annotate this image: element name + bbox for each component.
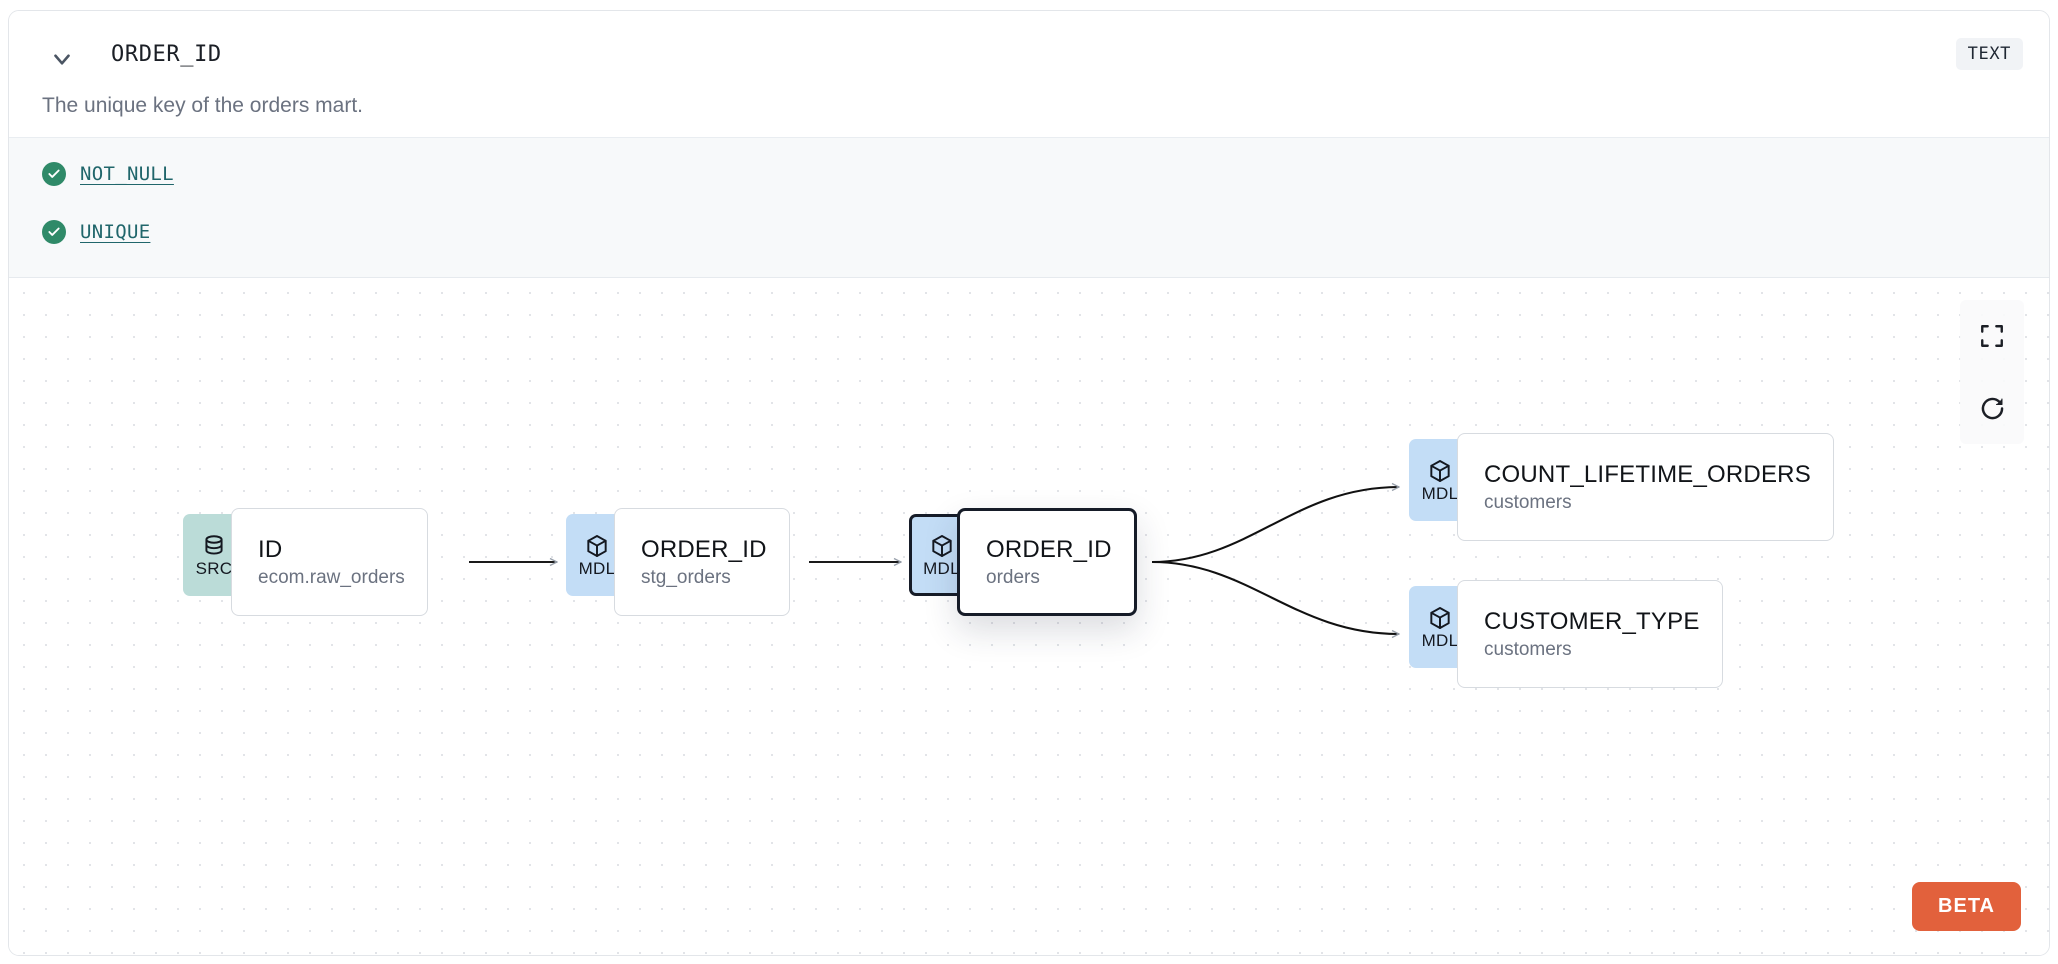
node-subtitle: customers bbox=[1484, 638, 1572, 660]
cube-icon bbox=[1430, 607, 1450, 629]
canvas-controls bbox=[1960, 300, 2024, 444]
fit-view-button[interactable] bbox=[1960, 300, 2024, 372]
lineage-graph-canvas[interactable]: SRC ID ecom.raw_orders MDL ORDER_ID stg_… bbox=[9, 278, 2049, 955]
panel-header: ORDER_ID The unique key of the orders ma… bbox=[9, 11, 2049, 137]
column-description: The unique key of the orders mart. bbox=[42, 94, 363, 117]
node-badge-label: SRC bbox=[195, 559, 233, 578]
node-name: COUNT_LIFETIME_ORDERS bbox=[1484, 460, 1811, 488]
cube-icon bbox=[1430, 460, 1450, 482]
lineage-node[interactable]: MDL ORDER_ID stg_orders bbox=[566, 508, 790, 616]
node-subtitle: ecom.raw_orders bbox=[258, 566, 405, 588]
cube-icon bbox=[931, 535, 952, 557]
node-subtitle: orders bbox=[986, 566, 1040, 588]
check-circle-icon bbox=[42, 220, 66, 244]
node-badge-label: MDL bbox=[1421, 484, 1459, 503]
node-name: ORDER_ID bbox=[986, 535, 1112, 563]
node-body[interactable]: COUNT_LIFETIME_ORDERS customers bbox=[1457, 433, 1834, 541]
edge-orders-to-count-lifetime bbox=[1151, 487, 1399, 564]
database-icon bbox=[205, 535, 223, 555]
test-row[interactable]: NOT_NULL bbox=[42, 162, 174, 186]
chevron-down-icon[interactable] bbox=[47, 44, 77, 74]
fit-view-icon bbox=[1981, 325, 2003, 347]
node-body[interactable]: ORDER_ID orders bbox=[957, 508, 1137, 616]
node-name: CUSTOMER_TYPE bbox=[1484, 607, 1700, 635]
node-badge-label: MDL bbox=[1421, 631, 1459, 650]
test-link-not-null[interactable]: NOT_NULL bbox=[80, 163, 174, 185]
node-body[interactable]: ID ecom.raw_orders bbox=[231, 508, 428, 616]
refresh-icon bbox=[1981, 397, 2003, 419]
tests-section: NOT_NULL UNIQUE bbox=[9, 137, 2049, 278]
test-row[interactable]: UNIQUE bbox=[42, 220, 150, 244]
column-detail-panel: ORDER_ID The unique key of the orders ma… bbox=[8, 10, 2050, 956]
node-name: ORDER_ID bbox=[641, 535, 767, 563]
node-name: ID bbox=[258, 535, 283, 563]
check-circle-icon bbox=[42, 162, 66, 186]
node-badge-label: MDL bbox=[578, 559, 616, 578]
page-title: ORDER_ID bbox=[111, 42, 222, 67]
beta-badge[interactable]: BETA bbox=[1912, 882, 2021, 931]
lineage-node[interactable]: MDL CUSTOMER_TYPE customers bbox=[1409, 580, 1723, 688]
lineage-node-selected[interactable]: MDL ORDER_ID orders bbox=[909, 508, 1137, 616]
lineage-node[interactable]: SRC ID ecom.raw_orders bbox=[183, 508, 428, 616]
node-badge-label: MDL bbox=[923, 559, 960, 578]
cube-icon bbox=[587, 535, 607, 557]
reset-view-button[interactable] bbox=[1960, 372, 2024, 444]
node-subtitle: stg_orders bbox=[641, 566, 731, 588]
column-type-badge: TEXT bbox=[1955, 38, 2023, 70]
edge-orders-to-customer-type bbox=[1151, 560, 1399, 634]
node-body[interactable]: CUSTOMER_TYPE customers bbox=[1457, 580, 1723, 688]
lineage-edges bbox=[469, 278, 2049, 955]
node-body[interactable]: ORDER_ID stg_orders bbox=[614, 508, 790, 616]
node-subtitle: customers bbox=[1484, 491, 1572, 513]
test-link-unique[interactable]: UNIQUE bbox=[80, 221, 151, 243]
lineage-node[interactable]: MDL COUNT_LIFETIME_ORDERS customers bbox=[1409, 433, 1834, 541]
